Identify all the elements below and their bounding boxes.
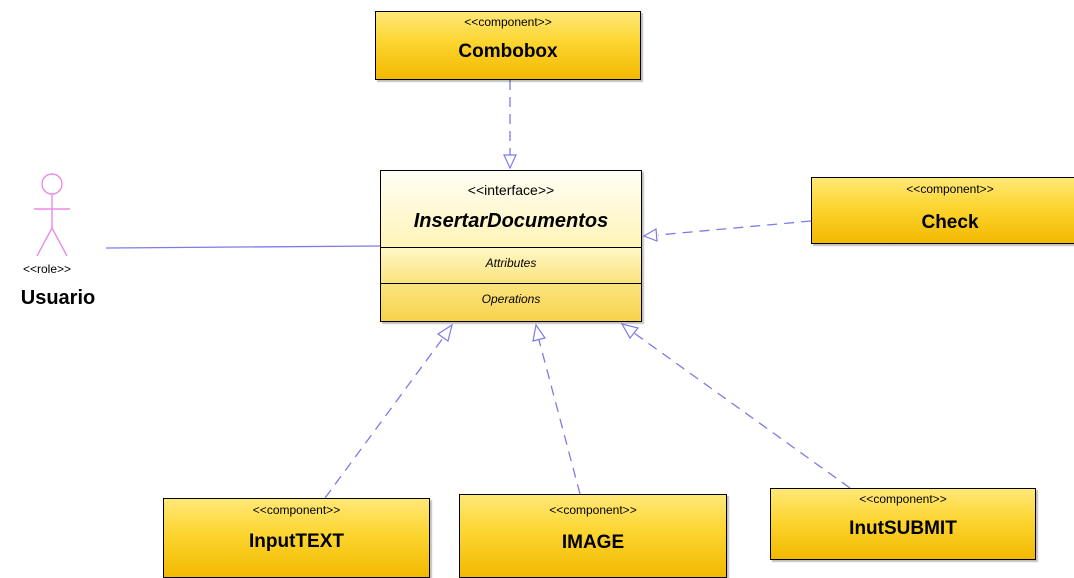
realization-check [642, 220, 812, 242]
component-name: Combobox [458, 41, 558, 62]
interface-insertardocumentos[interactable]: <<interface>> InsertarDocumentos Attribu… [380, 170, 642, 322]
realization-inputtext [324, 323, 453, 499]
association-line [105, 245, 381, 249]
interface-name: InsertarDocumentos [413, 210, 609, 232]
component-name: InutSUBMIT [849, 518, 957, 539]
component-stereotype: <<component>> [549, 503, 637, 517]
component-stereotype: <<component>> [464, 15, 552, 29]
interface-attributes-section: Attributes [381, 248, 641, 284]
component-stereotype: <<component>> [906, 182, 994, 196]
component-combobox[interactable]: <<component>> Combobox [375, 11, 641, 80]
component-inputtext[interactable]: <<component>> InputTEXT [163, 498, 430, 578]
actor-name[interactable]: Usuario [20, 287, 96, 309]
realization-image [532, 323, 581, 495]
component-name: InputTEXT [249, 531, 344, 552]
component-check[interactable]: <<component>> Check [811, 177, 1074, 244]
component-image[interactable]: <<component>> IMAGE [459, 494, 727, 578]
component-inutsubmit[interactable]: <<component>> InutSUBMIT [770, 488, 1036, 560]
interface-header: <<interface>> InsertarDocumentos [381, 171, 641, 248]
actor-stereotype: <<role>> [22, 262, 72, 276]
component-name: IMAGE [561, 532, 625, 553]
actor-figure-icon[interactable] [34, 173, 70, 257]
component-stereotype: <<component>> [252, 503, 341, 517]
realization-combobox [503, 80, 517, 170]
component-name: Check [921, 212, 979, 233]
component-stereotype: <<component>> [859, 492, 947, 506]
realization-inutsubmit [620, 323, 851, 489]
interface-operations-section: Operations [381, 284, 641, 321]
interface-stereotype: <<interface>> [467, 182, 555, 198]
connector-layer [34, 80, 851, 499]
